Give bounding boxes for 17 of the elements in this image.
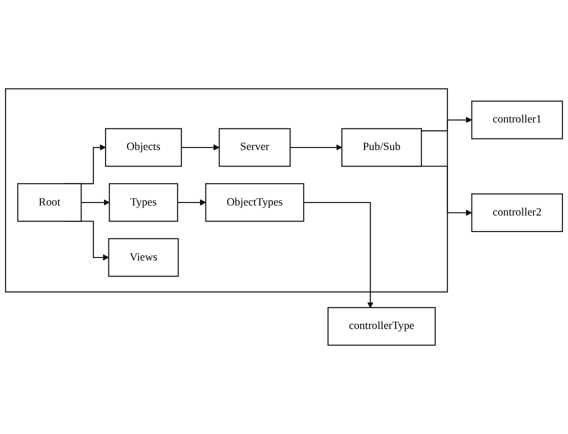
arrow [81,199,110,206]
arrow [421,116,472,132]
node-box: controller1 [471,100,563,140]
cluster [5,88,448,292]
node-box: Types [108,183,178,222]
arrow [304,202,374,308]
node-box: controllerType [328,307,436,346]
node-box: Objects [105,128,182,167]
node-box: Views [108,238,179,277]
node-box: controller2 [471,193,563,232]
node-box: Pub/Sub [341,128,422,167]
arrow [178,199,206,206]
node-box: ObjectTypes [205,183,304,222]
arrow [181,144,220,151]
node-box: Server [218,128,291,167]
node-box: Root [17,183,82,222]
arrow [290,144,342,151]
